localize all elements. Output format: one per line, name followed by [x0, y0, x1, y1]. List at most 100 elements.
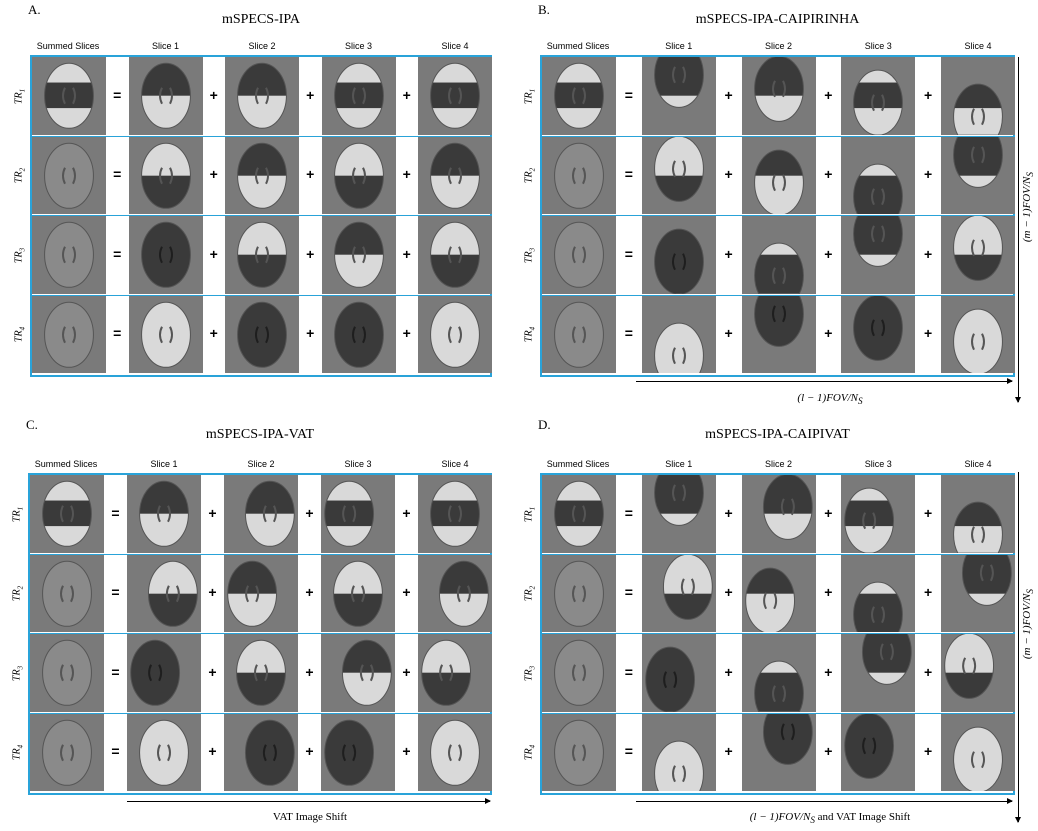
d-vertical-label: (m − 1)FOV/NS — [1021, 554, 1035, 694]
brain-slice-image — [853, 581, 904, 632]
slice-cell — [225, 216, 299, 294]
operator-gap — [298, 475, 321, 553]
equals-sign: = — [624, 743, 633, 760]
d-vertical-arrow — [1018, 472, 1019, 822]
slice-cell — [741, 634, 816, 712]
brain-slice-image — [341, 639, 392, 706]
operator-gap — [715, 295, 742, 373]
operator-gap — [815, 634, 842, 712]
slice-cell — [127, 634, 201, 712]
row-label-subscript: 1 — [18, 88, 27, 93]
brain-slice-image — [227, 560, 278, 627]
axis-subscript: S — [810, 815, 815, 826]
column-header: Slice 2 — [247, 459, 275, 469]
summed-slice-image — [42, 639, 92, 706]
plus-sign: + — [402, 584, 411, 601]
slice-cell — [224, 713, 298, 791]
brain-slice-image — [653, 475, 704, 526]
slice-cell — [641, 475, 716, 553]
plus-sign: + — [306, 166, 315, 183]
brain-slice-image — [244, 480, 295, 547]
slice-cell — [128, 57, 203, 135]
plus-sign: + — [924, 166, 933, 183]
plus-sign: + — [724, 325, 733, 342]
row-label-text: TR — [523, 171, 535, 184]
plus-sign: + — [924, 245, 933, 262]
row-label: TR3 — [524, 235, 537, 275]
plus-sign: + — [402, 504, 411, 521]
brain-slice-image — [139, 480, 189, 547]
brain-slice-image — [953, 83, 1003, 135]
brain-slice-image — [430, 719, 480, 786]
summed-slice-image — [554, 719, 604, 786]
plus-sign: + — [305, 584, 314, 601]
row-label-text: TR — [13, 330, 25, 343]
operator-gap — [915, 57, 941, 135]
brain-slice-image — [753, 57, 804, 122]
panel-title: mSPECS-IPA-VAT — [205, 427, 315, 442]
row-label-subscript: 4 — [16, 745, 25, 749]
plus-sign: + — [208, 743, 217, 760]
operator-gap — [201, 634, 224, 712]
row-label-text: TR — [11, 589, 23, 602]
slice-cell — [127, 475, 201, 553]
row-label-subscript: 4 — [18, 327, 27, 331]
row-label: TR4 — [524, 315, 537, 355]
column-header: Slice 1 — [665, 41, 693, 51]
plus-sign: + — [824, 325, 833, 342]
operator-gap — [298, 634, 321, 712]
operator-gap — [395, 554, 418, 632]
plus-sign: + — [724, 86, 733, 103]
operator-gap — [299, 216, 322, 294]
operator-gap — [104, 475, 127, 553]
plus-sign: + — [305, 663, 314, 680]
brain-slice-image — [853, 163, 904, 214]
row-label-text: TR — [523, 251, 535, 263]
column-header: Summed Slices — [34, 459, 98, 469]
row-label: TR1 — [14, 76, 27, 116]
equals-sign: = — [624, 245, 633, 262]
brain-slice-image — [140, 301, 191, 368]
operator-gap — [299, 295, 322, 373]
slice-cell — [542, 475, 616, 553]
panel-letter: C. — [26, 417, 38, 432]
slice-cell — [321, 554, 395, 632]
slice-cell — [741, 475, 816, 553]
operator-gap — [299, 57, 322, 135]
row-label-text: TR — [11, 510, 23, 522]
row-label-subscript: 1 — [528, 88, 537, 93]
row-label-subscript: 3 — [18, 247, 27, 252]
row-label-text: TR — [523, 510, 535, 522]
column-header: Slice 4 — [964, 41, 992, 51]
operator-gap — [616, 57, 642, 135]
plus-sign: + — [402, 166, 411, 183]
row-label-text: TR — [13, 92, 25, 104]
brain-slice-image — [853, 216, 904, 267]
plus-sign: + — [208, 584, 217, 601]
column-header: Slice 3 — [864, 459, 892, 469]
slice-cell — [225, 136, 299, 214]
slice-cell — [418, 216, 492, 294]
equals-sign: = — [624, 584, 633, 601]
slice-cell — [225, 57, 299, 135]
slice-cell — [841, 216, 916, 294]
brain-slice-image — [653, 322, 704, 373]
operator-gap — [104, 634, 127, 712]
operator-gap — [715, 713, 742, 791]
b-horizontal-arrow — [636, 381, 1012, 382]
plus-sign: + — [924, 663, 933, 680]
slice-cell — [641, 554, 716, 632]
plus-sign: + — [305, 743, 314, 760]
operator-gap — [106, 216, 129, 294]
plus-sign: + — [305, 504, 314, 521]
slice-cell — [542, 216, 616, 294]
brain-slice-image — [844, 713, 895, 779]
brain-slice-image — [762, 475, 813, 540]
slice-cell — [418, 634, 492, 712]
equals-sign: = — [113, 166, 122, 183]
plus-sign: + — [402, 743, 411, 760]
summed-slice-image — [554, 480, 604, 547]
plus-sign: + — [306, 325, 315, 342]
slice-cell — [841, 634, 916, 712]
row-label: TR1 — [524, 76, 537, 116]
